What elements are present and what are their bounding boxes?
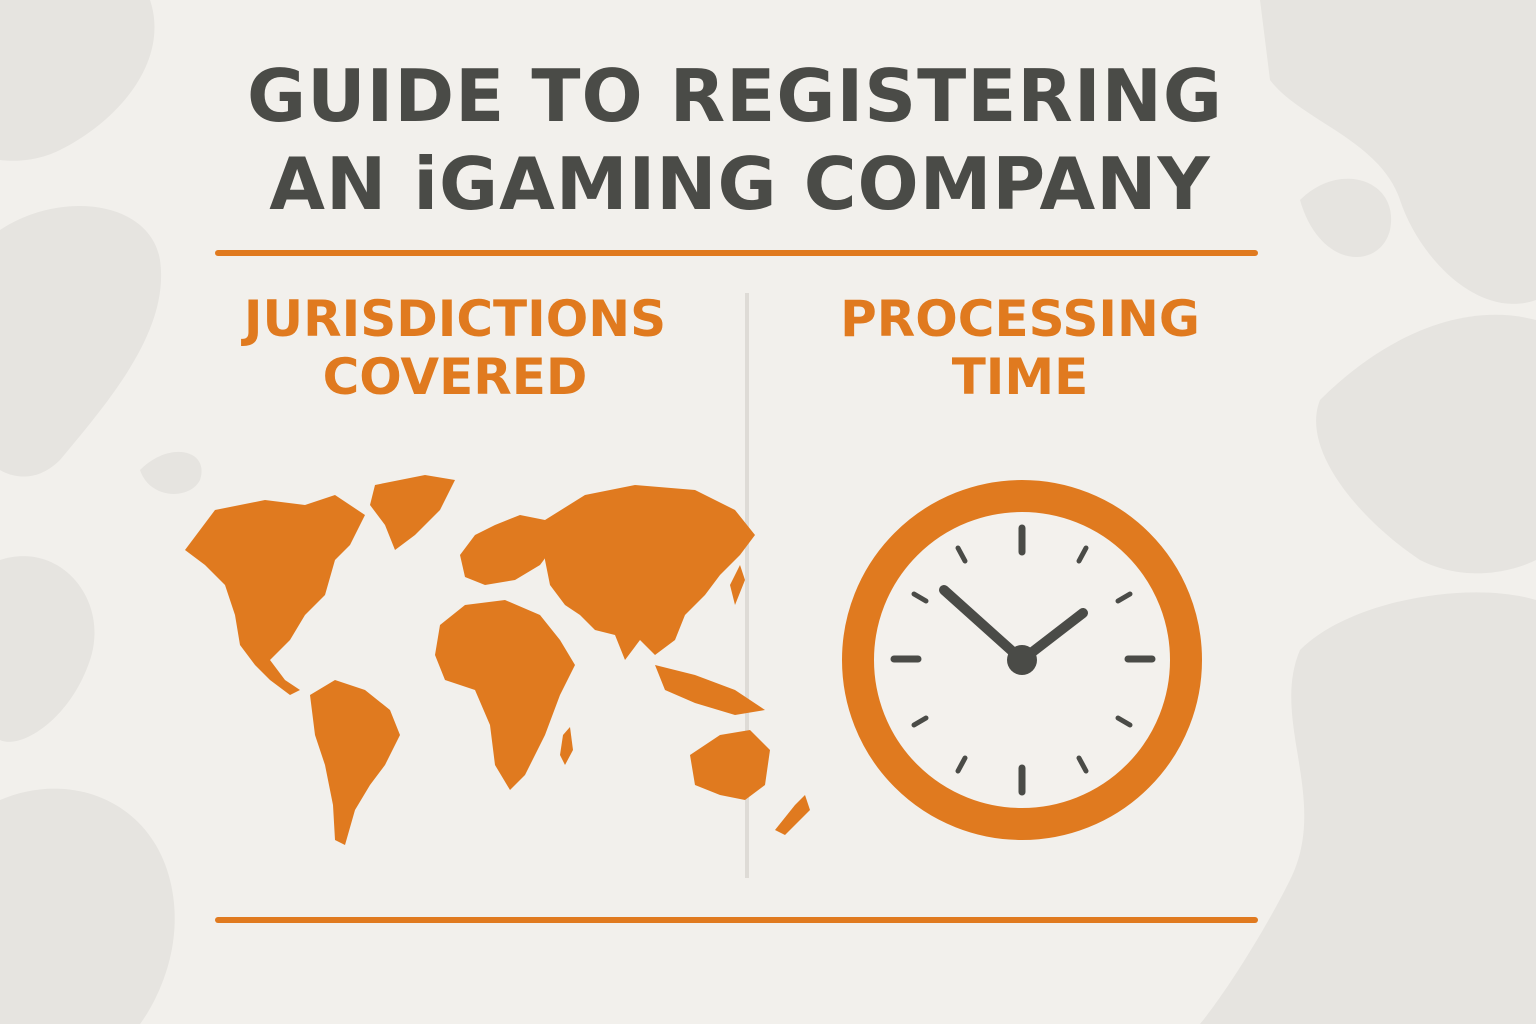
heading-line: JURISDICTIONS [243, 290, 667, 348]
processing-time-heading: PROCESSING TIME [740, 290, 1300, 406]
minute-hand [939, 585, 1027, 665]
page-title: GUIDE TO REGISTERING AN iGAMING COMPANY [0, 52, 1470, 228]
jurisdictions-heading: JURISDICTIONS COVERED [175, 290, 735, 406]
vertical-divider [745, 293, 749, 878]
clock-ticks [890, 524, 1156, 796]
heading-line: COVERED [322, 348, 588, 406]
heading-line: PROCESSING [840, 290, 1200, 348]
world-map-icon [185, 475, 810, 845]
clock-icon [842, 480, 1202, 840]
top-divider [215, 250, 1258, 256]
heading-line: TIME [951, 348, 1089, 406]
bottom-divider [215, 917, 1258, 923]
clock-center [1007, 645, 1037, 675]
title-line-1: GUIDE TO REGISTERING [246, 54, 1223, 138]
title-line-2: AN iGAMING COMPANY [269, 142, 1211, 226]
